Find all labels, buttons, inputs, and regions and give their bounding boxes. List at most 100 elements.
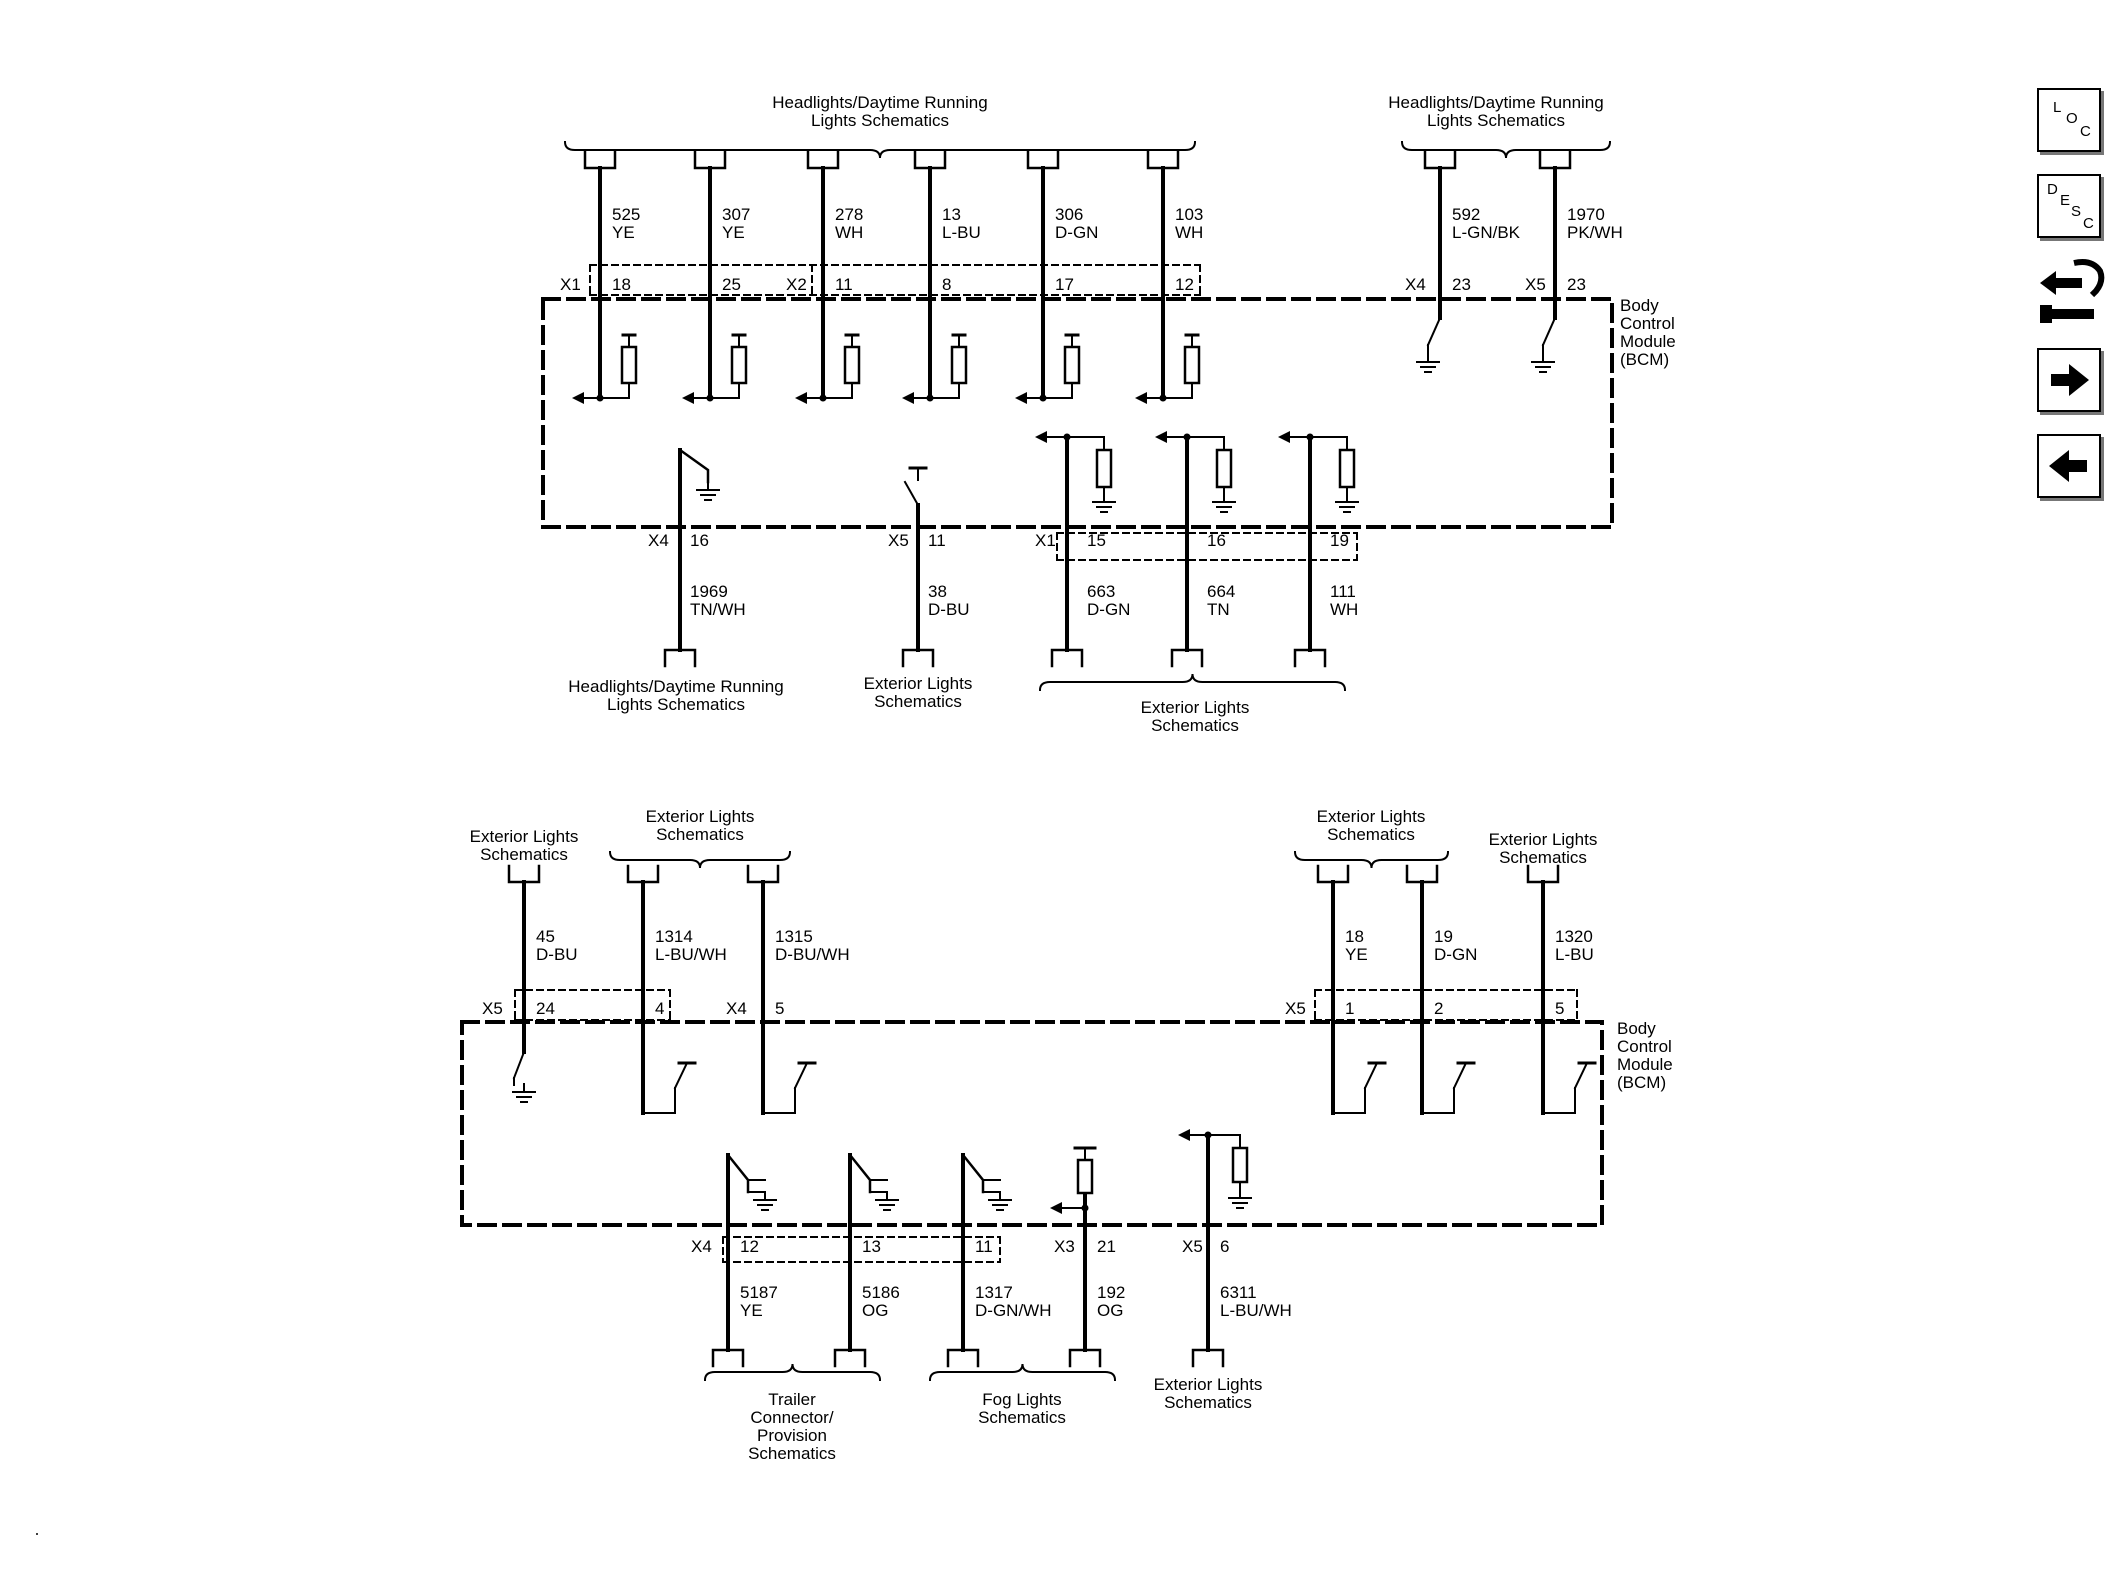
pin-top-0: 18 <box>612 275 631 294</box>
wire-bottom-top-3-circuit: 18 <box>1345 927 1364 946</box>
connector-x2-label: X2 <box>786 275 807 294</box>
terminal-icon <box>693 150 727 170</box>
pin-bottom-2: 15 <box>1087 531 1106 550</box>
wire-bottom-bot-1-circuit: 5186 <box>862 1283 900 1302</box>
src-exterior-1: Exterior Lights <box>470 827 579 846</box>
connector-x1-bottom: X1 <box>1035 531 1056 550</box>
arrow-left-icon <box>1015 392 1027 404</box>
location-button[interactable]: L O C <box>2037 88 2101 152</box>
dest-exterior-2: Schematics <box>1151 716 1239 735</box>
switch-icon <box>1426 316 1442 347</box>
group-bracket <box>1293 850 1450 869</box>
wire-bottom-bot-3-circuit: 192 <box>1097 1283 1125 1302</box>
previous-page-button[interactable] <box>2037 434 2101 498</box>
terminal-icon <box>1050 648 1084 668</box>
loc-letter-l: L <box>2053 99 2061 116</box>
wire-bottom-2-circuit: 663 <box>1087 582 1115 601</box>
wire-bottom-top-2-circuit: 1315 <box>775 927 813 946</box>
terminal-icon <box>1538 150 1572 170</box>
terminal-icon <box>1526 864 1560 884</box>
wire-top-3-circuit: 13 <box>942 205 961 224</box>
wire-top-1-color: YE <box>722 223 745 242</box>
wire-bottom-0-circuit: 1969 <box>690 582 728 601</box>
wire-top-6-color: L-GN/BK <box>1452 223 1521 242</box>
connector-x5-label-right: X5 <box>1285 999 1306 1018</box>
wire-top-7-circuit: 1970 <box>1567 205 1605 224</box>
bcm-module-outline-bottom <box>460 1020 1604 1227</box>
src-exterior-3: Exterior Lights <box>1317 807 1426 826</box>
pin-bottom-bot-0: 12 <box>740 1237 759 1256</box>
pin-bottom-3: 16 <box>1207 531 1226 550</box>
desc-letter-e: E <box>2060 192 2070 209</box>
bcm-label-top: Control <box>1620 314 1675 333</box>
wire-bottom-bot-4-color: L-BU/WH <box>1220 1301 1292 1320</box>
speck <box>36 1533 38 1535</box>
resistor-icon <box>620 345 638 385</box>
junction-dot <box>1159 394 1167 402</box>
arrow-left-icon <box>902 392 914 404</box>
next-page-button[interactable] <box>2037 348 2101 412</box>
switch-icon <box>1452 1061 1468 1090</box>
terminal-icon <box>806 150 840 170</box>
wire-bottom-top-5-color: L-BU <box>1555 945 1594 964</box>
connector-x5-label-bottom: X5 <box>1182 1237 1203 1256</box>
wire-bottom-top-1-circuit: 1314 <box>655 927 693 946</box>
dest-exterior-bottom: Exterior Lights <box>1154 1375 1263 1394</box>
terminal-icon <box>1068 1348 1102 1368</box>
switch-icon <box>903 480 920 507</box>
connector-view-icon[interactable] <box>2034 255 2106 331</box>
junction-dot <box>926 394 934 402</box>
wire-top-6-circuit: 592 <box>1452 205 1480 224</box>
connector-x5-label-left: X5 <box>482 999 503 1018</box>
switch-icon <box>512 1050 526 1080</box>
arrow-left-icon <box>1278 431 1290 443</box>
wire-top-4-circuit: 306 <box>1055 205 1083 224</box>
pin-bottom-0: 16 <box>690 531 709 550</box>
wire-bottom-3-circuit: 664 <box>1207 582 1235 601</box>
terminal-icon <box>833 1348 867 1368</box>
junction-dot <box>1183 433 1191 441</box>
top-right-title: Headlights/Daytime Running <box>1388 93 1603 112</box>
bcm-label-top: (BCM) <box>1620 350 1669 369</box>
switch-icon <box>848 1153 872 1194</box>
bcm-label-bottom: (BCM) <box>1617 1073 1666 1092</box>
pin-top-5: 12 <box>1175 275 1194 294</box>
terminal-icon <box>663 648 697 668</box>
junction-dot <box>1063 433 1071 441</box>
src-exterior-4: Exterior Lights <box>1489 830 1598 849</box>
wire-bottom-top-0-circuit: 45 <box>536 927 555 946</box>
wire-top-7-color: PK/WH <box>1567 223 1623 242</box>
src-exterior-3: Schematics <box>1327 825 1415 844</box>
resistor-icon <box>1076 1158 1094 1195</box>
group-bracket <box>1400 140 1612 159</box>
terminal-icon <box>901 648 935 668</box>
resistor-icon <box>1183 345 1201 385</box>
switch-icon <box>1573 1061 1589 1090</box>
dest-exterior-1: Exterior Lights <box>864 674 973 693</box>
arrow-left-icon <box>1035 431 1047 443</box>
junction-dot <box>1039 394 1047 402</box>
group-bracket <box>1038 673 1347 692</box>
dest-exterior-1: Schematics <box>874 692 962 711</box>
bcm-label-top: Module <box>1620 332 1676 351</box>
arrow-left-icon <box>1135 392 1147 404</box>
pin-bottom-4: 19 <box>1330 531 1349 550</box>
terminal-icon <box>1026 150 1060 170</box>
terminal-icon <box>746 864 780 884</box>
terminal-icon <box>1146 150 1180 170</box>
desc-letter-d: D <box>2047 181 2058 198</box>
arrow-left-icon <box>682 392 694 404</box>
terminal-icon <box>1405 864 1439 884</box>
arrow-left-icon <box>1178 1129 1190 1141</box>
connector-x5-label: X5 <box>1525 275 1546 294</box>
description-button[interactable]: D E S C <box>2037 174 2101 238</box>
resistor-icon <box>950 345 968 385</box>
pin-bottom-bot-3: 21 <box>1097 1237 1116 1256</box>
pin-top-6: 23 <box>1452 275 1471 294</box>
wire-top-5-color: WH <box>1175 223 1203 242</box>
junction-dot <box>1306 433 1314 441</box>
wire-bottom-top-1-color: L-BU/WH <box>655 945 727 964</box>
top-right-title: Lights Schematics <box>1427 111 1565 130</box>
pin-bottom-bot-2: 11 <box>975 1237 993 1256</box>
